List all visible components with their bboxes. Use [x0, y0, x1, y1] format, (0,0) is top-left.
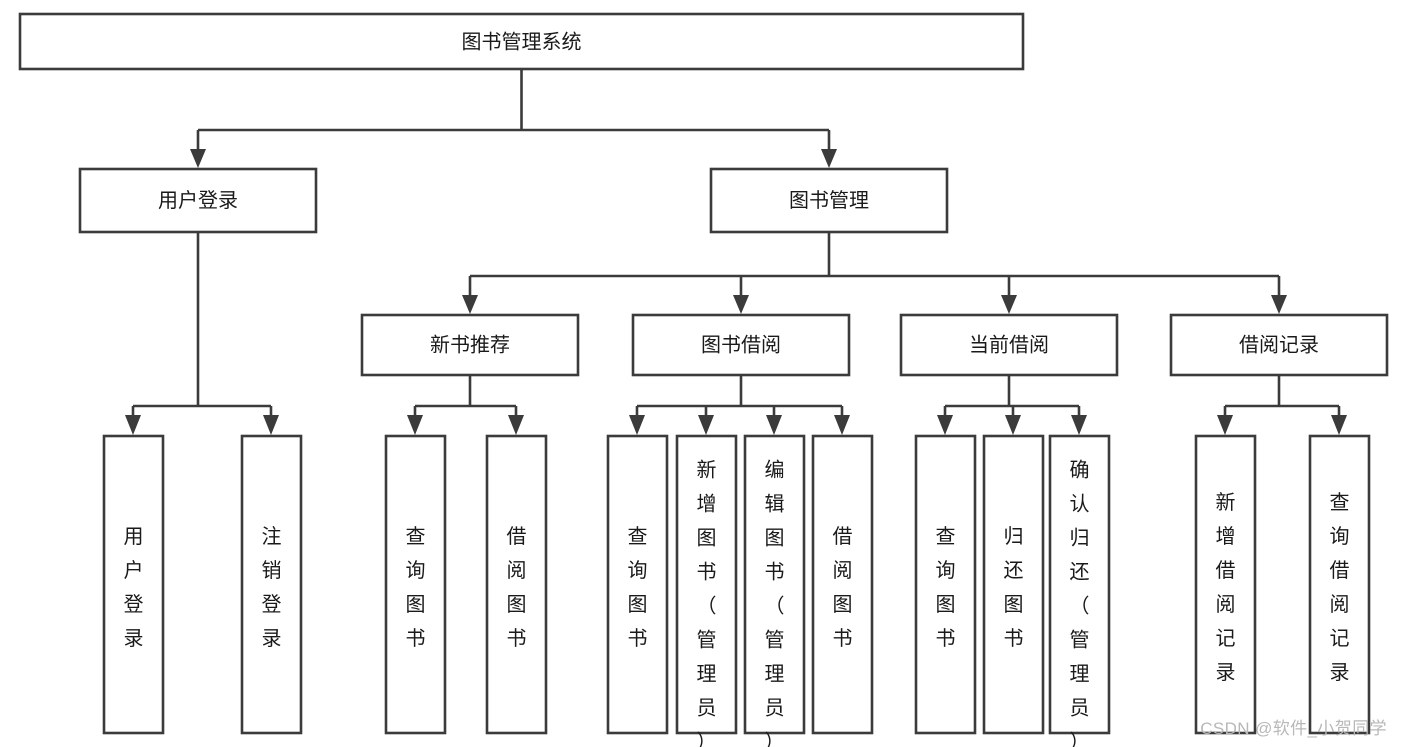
connector-layer: [125, 69, 1347, 435]
leaf-node-borrow-book-2[interactable]: 借阅图书: [811, 434, 874, 735]
arrow-head-leaf-query-book-2: [629, 415, 645, 435]
leaf-edit-book-label: 编辑图书（管理员）: [765, 459, 785, 747]
node-book-borrow-label: 图书借阅: [701, 333, 781, 356]
node-current-borrow[interactable]: 当前借阅: [899, 313, 1119, 377]
arrow-head-user-login: [190, 149, 206, 168]
node-book-manage-label: 图书管理: [789, 189, 869, 212]
leaf-node-return-book[interactable]: 归还图书: [982, 434, 1045, 735]
node-root-label: 图书管理系统: [462, 30, 582, 53]
node-user-login[interactable]: 用户登录: [78, 167, 318, 234]
leaf-return-book-box[interactable]: [982, 434, 1045, 735]
node-new-book-recommend-box[interactable]: [360, 313, 580, 377]
arrow-head-borrow-record: [1271, 295, 1287, 314]
leaf-add-book-label: 新增图书（管理员）: [697, 459, 717, 747]
node-current-borrow-box[interactable]: [899, 313, 1119, 377]
leaf-user-logout-label: 注销登录: [262, 525, 282, 650]
leaf-confirm-return-box[interactable]: [1048, 434, 1111, 735]
leaf-node-query-record[interactable]: 查询借阅记录: [1308, 434, 1371, 735]
arrow-head-leaf-add-book: [698, 415, 714, 435]
leaf-query-book-2-box[interactable]: [606, 434, 669, 735]
leaf-borrow-book-1-label: 借阅图书: [507, 525, 527, 650]
leaf-add-record-box[interactable]: [1194, 434, 1257, 735]
arrow-head-new-book-recommend: [462, 295, 478, 314]
leaf-node-query-book-3[interactable]: 查询图书: [914, 434, 977, 735]
node-book-manage-box[interactable]: [709, 167, 949, 234]
arrow-head-leaf-user-logout: [263, 415, 279, 435]
node-book-manage[interactable]: 图书管理: [709, 167, 949, 234]
arrow-head-leaf-add-record: [1217, 415, 1233, 435]
leaf-add-book-box[interactable]: [675, 434, 738, 735]
leaf-borrow-book-2-box[interactable]: [811, 434, 874, 735]
arrow-head-leaf-query-book-1: [407, 415, 423, 435]
node-new-book-recommend[interactable]: 新书推荐: [360, 313, 580, 377]
node-borrow-record[interactable]: 借阅记录: [1169, 313, 1389, 377]
node-user-login-label: 用户登录: [158, 189, 238, 212]
node-user-login-box[interactable]: [78, 167, 318, 234]
leaf-user-login-label: 用户登录: [124, 526, 144, 650]
leaf-query-book-2-label: 查询图书: [628, 525, 648, 650]
arrow-head-leaf-return-book: [1005, 415, 1021, 435]
leaf-node-confirm-return[interactable]: 确认归还（管理员）: [1048, 434, 1111, 747]
leaf-node-user-login[interactable]: 用户登录: [102, 434, 165, 735]
leaf-return-book-label: 归还图书: [1004, 525, 1024, 650]
arrow-head-leaf-query-record: [1331, 415, 1347, 435]
arrow-head-leaf-edit-book: [766, 415, 782, 435]
arrow-head-leaf-user-login: [125, 415, 141, 435]
node-current-borrow-label: 当前借阅: [969, 333, 1049, 356]
leaf-user-login-box[interactable]: [102, 434, 165, 735]
leaf-node-add-book[interactable]: 新增图书（管理员）: [675, 434, 738, 747]
leaf-query-record-label: 查询借阅记录: [1330, 491, 1350, 684]
leaf-query-book-1-label: 查询图书: [406, 525, 426, 650]
arrow-head-leaf-query-book-3: [937, 415, 953, 435]
leaf-query-book-1-box[interactable]: [384, 434, 447, 735]
leaf-node-edit-book[interactable]: 编辑图书（管理员）: [743, 434, 806, 747]
arrow-head-leaf-borrow-book-1: [508, 415, 524, 435]
leaf-borrow-book-1-box[interactable]: [485, 434, 548, 735]
node-borrow-record-box[interactable]: [1169, 313, 1389, 377]
leaf-borrow-book-2-label: 借阅图书: [833, 525, 853, 650]
arrow-head-current-borrow: [1001, 295, 1017, 314]
leaf-node-query-book-1[interactable]: 查询图书: [384, 434, 447, 735]
node-book-borrow-box[interactable]: [631, 313, 851, 377]
leaf-node-user-logout[interactable]: 注销登录: [240, 434, 303, 735]
node-new-book-recommend-label: 新书推荐: [430, 333, 510, 356]
node-book-borrow[interactable]: 图书借阅: [631, 313, 851, 377]
leaf-node-add-record[interactable]: 新增借阅记录: [1194, 434, 1257, 735]
arrow-head-leaf-borrow-book-2: [834, 415, 850, 435]
leaf-query-book-3-box[interactable]: [914, 434, 977, 735]
leaf-confirm-return-label: 确认归还（管理员）: [1070, 459, 1090, 747]
arrow-head-book-manage: [821, 149, 837, 168]
leaf-user-logout-box[interactable]: [240, 434, 303, 735]
leaf-query-book-3-label: 查询图书: [936, 525, 956, 650]
leaf-node-query-book-2[interactable]: 查询图书: [606, 434, 669, 735]
leaf-query-record-box[interactable]: [1308, 434, 1371, 735]
arrow-head-leaf-confirm-return: [1071, 415, 1087, 435]
node-borrow-record-label: 借阅记录: [1239, 333, 1319, 356]
leaf-edit-book-box[interactable]: [743, 434, 806, 735]
arrow-head-book-borrow: [733, 295, 749, 314]
node-root-box[interactable]: [18, 12, 1025, 71]
leaf-add-record-label: 新增借阅记录: [1216, 491, 1236, 684]
leaf-node-borrow-book-1[interactable]: 借阅图书: [485, 434, 548, 735]
node-root[interactable]: 图书管理系统: [18, 12, 1025, 71]
